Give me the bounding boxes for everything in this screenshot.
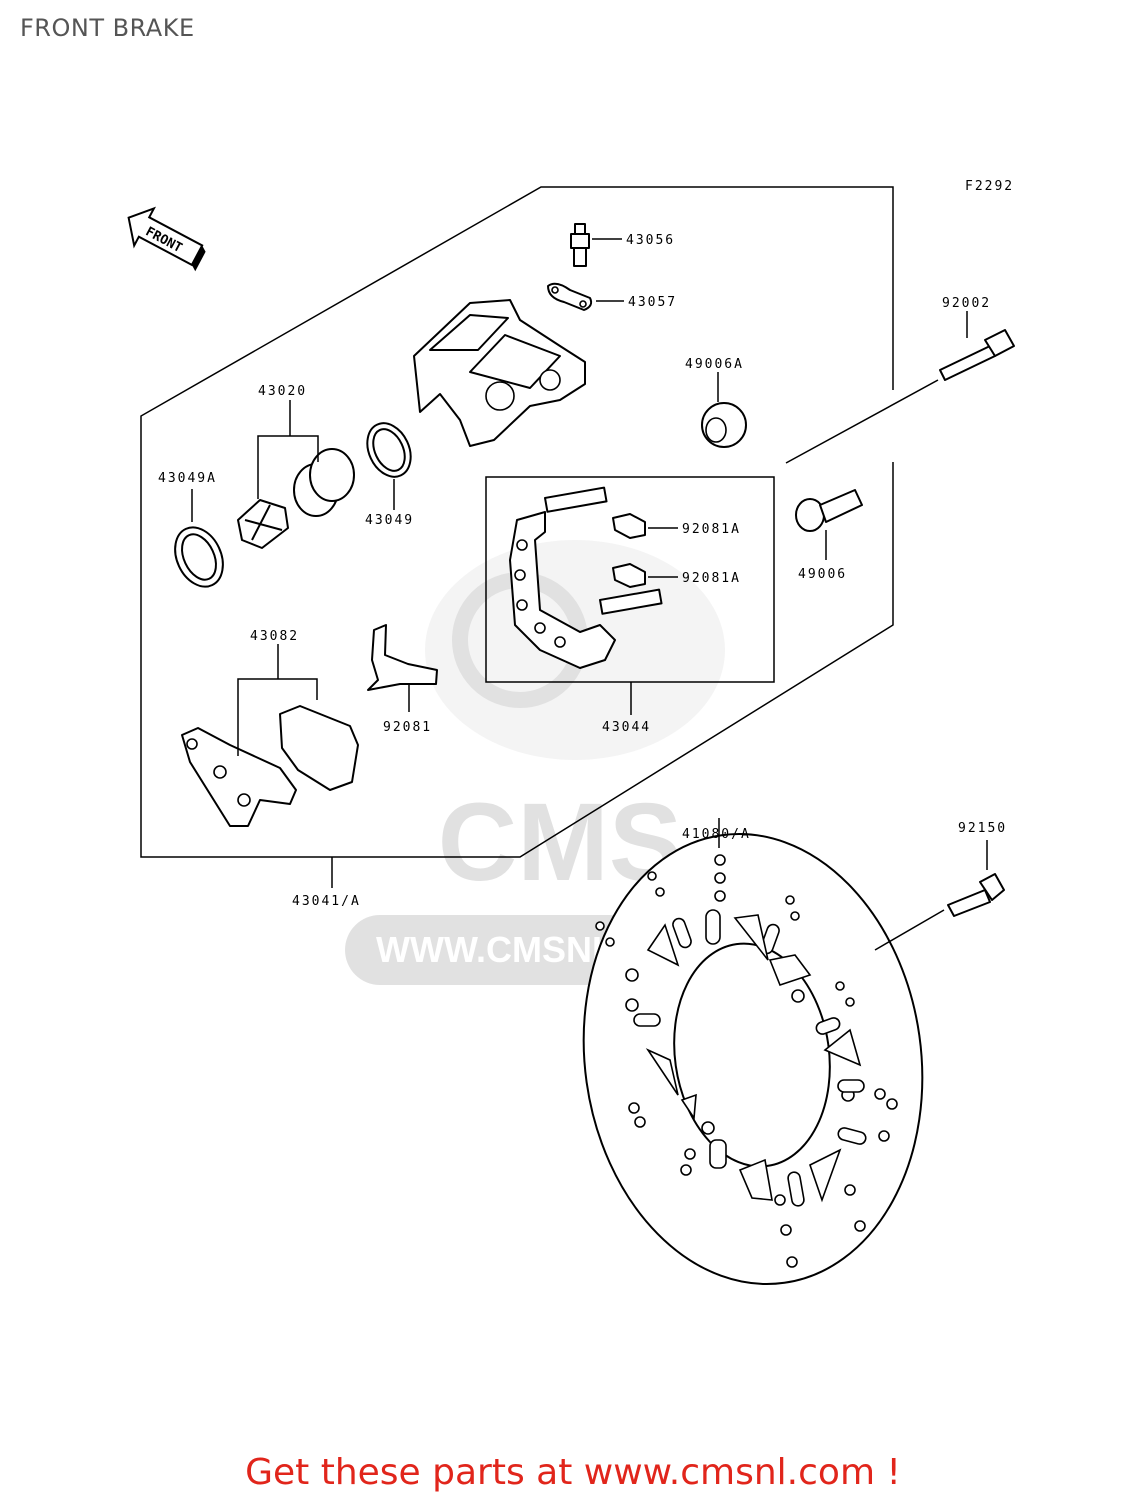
label-43049: 43049 xyxy=(365,513,414,528)
clip-92081a-upper xyxy=(612,513,646,539)
label-92081a-upper: 92081A xyxy=(682,522,741,537)
piston-seal-43049a xyxy=(174,526,224,588)
figure-code: F2292 xyxy=(965,179,1014,194)
brake-disc-vents xyxy=(595,854,898,1268)
slide-pin-49006 xyxy=(795,489,863,532)
page-title: FRONT BRAKE xyxy=(20,14,195,42)
label-41080a: 41080/A xyxy=(682,827,751,842)
caliper-bracket xyxy=(509,486,663,669)
front-arrow-icon: FRONT xyxy=(127,206,206,272)
label-43041a: 43041/A xyxy=(292,894,361,909)
label-92081a-lower: 92081A xyxy=(682,571,741,586)
label-92081: 92081 xyxy=(383,720,432,735)
dust-boot-49006a xyxy=(701,402,747,448)
bleeder-cap xyxy=(547,282,593,311)
disc-bolt xyxy=(947,873,1005,917)
pad-spring xyxy=(367,624,438,691)
label-43020: 43020 xyxy=(258,384,307,399)
caliper-assembly-outline xyxy=(140,186,894,858)
bleeder-valve xyxy=(570,223,590,267)
brake-pads xyxy=(181,705,359,827)
piston-seal-43049 xyxy=(366,422,412,478)
caliper-body xyxy=(413,299,586,447)
watermark-url-text: WWW.CMSNL xyxy=(376,929,614,970)
label-49006a: 49006A xyxy=(685,357,744,372)
piston-set xyxy=(237,448,355,549)
clip-92081a-lower xyxy=(612,563,646,588)
label-43057: 43057 xyxy=(628,295,677,310)
label-43044: 43044 xyxy=(602,720,651,735)
label-49006: 49006 xyxy=(798,567,847,582)
cmsnl-footer-link[interactable]: Get these parts at www.cmsnl.com ! xyxy=(245,1452,901,1493)
caliper-bolt xyxy=(939,329,1015,381)
label-43056: 43056 xyxy=(626,233,675,248)
label-92002: 92002 xyxy=(942,296,991,311)
label-43049a: 43049A xyxy=(158,471,217,486)
bracket-assembly-box xyxy=(485,476,775,683)
label-92150: 92150 xyxy=(958,821,1007,836)
label-43082: 43082 xyxy=(250,629,299,644)
